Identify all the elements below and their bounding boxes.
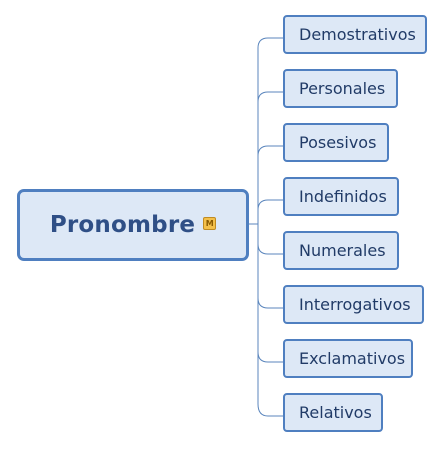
child-topic-label: Numerales bbox=[299, 241, 386, 260]
branch-connector-posesivos bbox=[257, 145, 283, 157]
child-topic-exclamativos[interactable]: Exclamativos bbox=[283, 339, 413, 378]
branch-connector-relativos bbox=[257, 403, 283, 417]
root-topic-label: Pronombre bbox=[49, 211, 196, 238]
branch-connector-indefinidos bbox=[257, 199, 283, 211]
branch-connector-numerales bbox=[257, 243, 283, 255]
child-topic-posesivos[interactable]: Posesivos bbox=[283, 123, 389, 162]
child-topic-label: Exclamativos bbox=[299, 349, 406, 368]
child-topic-numerales[interactable]: Numerales bbox=[283, 231, 399, 270]
child-topic-label: Interrogativos bbox=[299, 295, 411, 314]
branch-connector-interrogativos bbox=[257, 297, 283, 309]
child-topic-interrogativos[interactable]: Interrogativos bbox=[283, 285, 424, 324]
child-topic-label: Posesivos bbox=[299, 133, 377, 152]
child-topic-label: Indefinidos bbox=[299, 187, 387, 206]
child-topic-label: Relativos bbox=[299, 403, 372, 422]
child-topic-label: Personales bbox=[299, 79, 386, 98]
child-topic-indefinidos[interactable]: Indefinidos bbox=[283, 177, 399, 216]
branch-connector-demostrativos bbox=[257, 37, 283, 49]
branch-connector-exclamativos bbox=[257, 351, 283, 363]
child-topic-personales[interactable]: Personales bbox=[283, 69, 398, 108]
root-topic-pronombre[interactable]: Pronombre M bbox=[17, 189, 249, 261]
child-topic-label: Demostrativos bbox=[299, 25, 416, 44]
child-topic-demostrativos[interactable]: Demostrativos bbox=[283, 15, 427, 54]
child-topic-relativos[interactable]: Relativos bbox=[283, 393, 383, 432]
map-marker-icon[interactable]: M bbox=[203, 216, 217, 230]
branch-connector-personales bbox=[257, 91, 283, 103]
